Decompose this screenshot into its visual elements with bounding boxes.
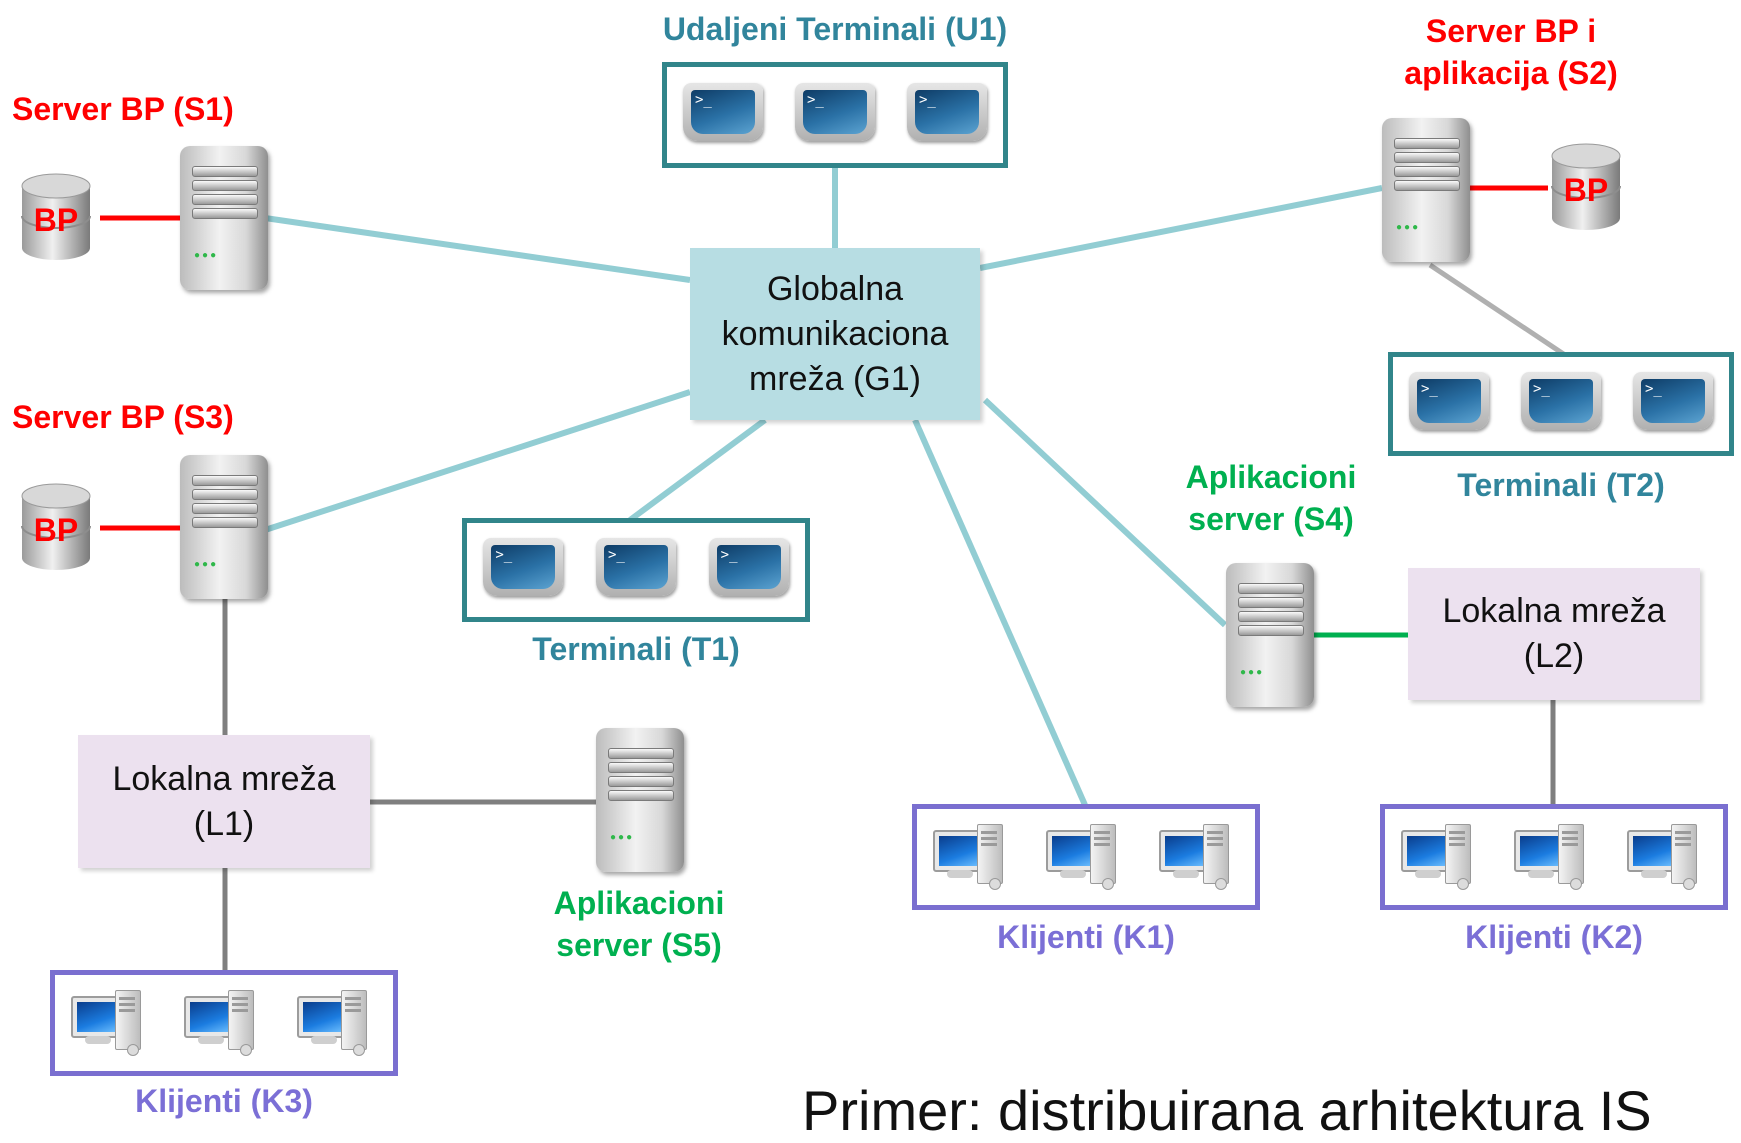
terminal-group-u1: >_ >_ >_ xyxy=(662,62,1008,168)
label-s5-line2: server (S5) xyxy=(556,927,722,963)
label-u1: Udaljeni Terminali (U1) xyxy=(662,11,1008,47)
desktop-pc-icon xyxy=(933,824,1013,890)
label-s3: Server BP (S3) xyxy=(12,399,234,435)
server-icon: ●●● xyxy=(1226,563,1314,707)
local-network-l2: Lokalna mreža (L2) xyxy=(1408,568,1700,700)
server-icon: ●●● xyxy=(1382,118,1470,262)
label-s2-line1: Server BP i xyxy=(1425,13,1597,49)
label-s4-line1: Aplikacioni xyxy=(1185,459,1357,495)
client-group-k1 xyxy=(912,804,1260,910)
terminal-icon: >_ xyxy=(479,536,567,604)
db-label: BP xyxy=(33,202,79,238)
terminal-icon: >_ xyxy=(1517,370,1605,438)
caption: Primer: distribuirana arhitektura IS xyxy=(802,1079,1652,1142)
g1-label-line2: komunikaciona xyxy=(721,314,949,353)
l1-label-line2: (L1) xyxy=(193,804,255,843)
desktop-pc-icon xyxy=(296,990,377,1056)
db-links xyxy=(100,185,1548,531)
desktop-pc-icon xyxy=(1513,824,1594,890)
terminal-icon: >_ xyxy=(903,81,991,149)
terminal-icon: >_ xyxy=(705,536,793,604)
terminal-icon: >_ xyxy=(679,81,767,149)
global-network-g1: Globalna komunikaciona mreža (G1) xyxy=(690,248,980,420)
label-s4: Aplikacioni server (S4) xyxy=(1160,456,1382,540)
label-s5-line1: Aplikacioni xyxy=(553,885,725,921)
desktop-pc-icon xyxy=(1045,824,1126,890)
g1-label-line3: mreža (G1) xyxy=(749,359,921,398)
l2-label-line2: (L2) xyxy=(1523,637,1585,675)
terminal-group-t2: >_ >_ >_ xyxy=(1388,352,1734,456)
server-icon: ●●● xyxy=(180,455,268,599)
desktop-pc-icon xyxy=(1626,824,1707,890)
database-icon: BP xyxy=(1550,142,1622,232)
l2-label-line1: Lokalna mreža xyxy=(1442,592,1666,630)
label-k3: Klijenti (K3) xyxy=(135,1083,313,1119)
label-t2: Terminali (T2) xyxy=(1457,467,1665,503)
terminal-group-t1: >_ >_ >_ xyxy=(462,518,810,622)
terminal-icon: >_ xyxy=(592,536,680,604)
db-label: BP xyxy=(33,512,79,548)
terminal-icon: >_ xyxy=(1405,370,1493,438)
terminal-icon: >_ xyxy=(1629,370,1717,438)
label-t1: Terminali (T1) xyxy=(532,631,740,667)
link-s2-t2 xyxy=(1428,262,1567,358)
database-icon: BP xyxy=(20,482,92,572)
label-k1: Klijenti (K1) xyxy=(997,919,1175,955)
l1-label-line1: Lokalna mreža xyxy=(112,759,336,798)
label-s1: Server BP (S1) xyxy=(12,91,234,127)
desktop-pc-icon xyxy=(1158,824,1239,890)
label-k2: Klijenti (K2) xyxy=(1465,919,1643,955)
link-s1-g1 xyxy=(264,215,691,283)
local-network-l1: Lokalna mreža (L1) xyxy=(78,735,370,868)
g1-label-line1: Globalna xyxy=(766,269,904,308)
link-t1-g1 xyxy=(628,417,767,523)
label-s2-line2: aplikacija (S2) xyxy=(1404,55,1618,91)
global-links xyxy=(264,165,1383,807)
label-s2: Server BP i aplikacija (S2) xyxy=(1395,10,1627,94)
desktop-pc-icon xyxy=(71,990,151,1056)
link-s2-g1 xyxy=(979,185,1383,271)
desktop-pc-icon xyxy=(1401,824,1481,890)
terminal-icon: >_ xyxy=(791,81,879,149)
client-group-k3 xyxy=(50,970,398,1076)
label-s5: Aplikacioni server (S5) xyxy=(528,882,750,966)
link-k1-g1 xyxy=(912,418,1088,807)
database-icon: BP xyxy=(20,172,92,262)
link-s4-g1 xyxy=(982,397,1228,628)
label-s4-line2: server (S4) xyxy=(1188,501,1354,537)
server-icon: ●●● xyxy=(180,146,268,290)
client-group-k2 xyxy=(1380,804,1728,910)
desktop-pc-icon xyxy=(183,990,264,1056)
server-icon: ●●● xyxy=(596,728,684,872)
db-label: BP xyxy=(1563,172,1609,208)
link-s3-g1 xyxy=(264,389,691,533)
local-links xyxy=(222,595,1556,972)
